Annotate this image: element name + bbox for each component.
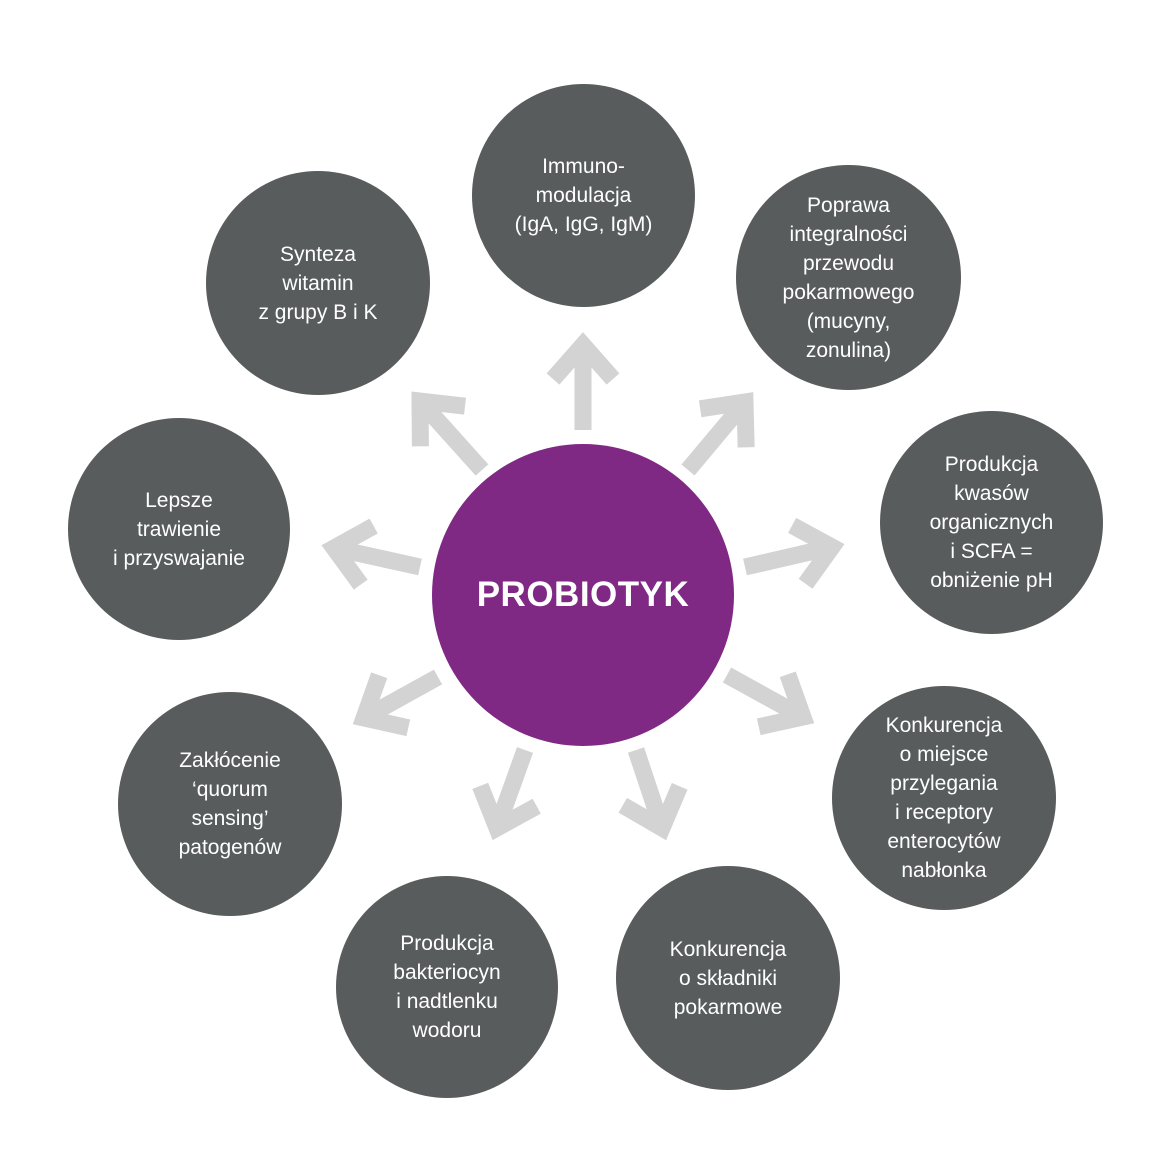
- node-gut-integrity: Poprawa integralności przewodu pokarmowe…: [736, 165, 961, 390]
- node-organic-acids: Produkcja kwasów organicznych i SCFA = o…: [880, 411, 1103, 634]
- arrow-head-5: [472, 782, 541, 841]
- arrow-shaft-4: [627, 747, 669, 825]
- node-label: Produkcja bakteriocyn i nadtlenku wodoru: [393, 932, 501, 1042]
- arrow-head-7: [321, 518, 378, 590]
- node-quorum-sensing: Zakłócenie ‘quorum sensing’ patogenów: [118, 692, 342, 916]
- node-label: Immuno- modulacja (IgA, IgG, IgM): [514, 155, 653, 236]
- node-label: Lepsze trawienie i przyswajanie: [113, 488, 245, 570]
- node-label: Produkcja kwasów organicznych i SCFA = o…: [929, 453, 1054, 592]
- node-label: Zakłócenie ‘quorum sensing’ patogenów: [178, 749, 282, 859]
- node-adhesion-competition: Konkurencja o miejsce przylegania i rece…: [832, 686, 1056, 910]
- node-digestion: Lepsze trawienie i przyswajanie: [68, 418, 290, 640]
- arrow-head-6: [352, 672, 411, 737]
- arrow-head-4: [618, 782, 688, 841]
- node-label: Konkurencja o miejsce przylegania i rece…: [885, 714, 1003, 882]
- arrow-shaft-1: [681, 401, 748, 476]
- arrow-head-3: [756, 671, 815, 736]
- arrow-head-0: [546, 332, 620, 385]
- node-label: Konkurencja o składniki pokarmowe: [669, 937, 787, 1019]
- arrow-head-1: [698, 392, 755, 448]
- node-nutrient-competition: Konkurencja o składniki pokarmowe: [616, 866, 840, 1090]
- node-bacteriocins: Produkcja bakteriocyn i nadtlenku wodoru: [336, 876, 558, 1098]
- node-label: Synteza witamin z grupy B i K: [258, 242, 378, 324]
- node-immunomodulation: Immuno- modulacja (IgA, IgG, IgM): [472, 84, 695, 307]
- arrow-shaft-6: [365, 669, 443, 723]
- arrow-shaft-3: [722, 667, 802, 722]
- node-label: Poprawa integralności przewodu pokarmowe…: [782, 193, 915, 362]
- arrow-shaft-8: [417, 399, 489, 476]
- center-node: PROBIOTYK: [432, 444, 734, 746]
- arrow-head-8: [411, 391, 467, 447]
- arrow-head-2: [788, 517, 845, 589]
- center-label: PROBIOTYK: [476, 575, 690, 614]
- arrow-shaft-5: [491, 747, 534, 826]
- arrow-shaft-7: [338, 540, 422, 576]
- node-vitamins: Synteza witamin z grupy B i K: [206, 171, 430, 395]
- arrow-shaft-2: [743, 540, 829, 576]
